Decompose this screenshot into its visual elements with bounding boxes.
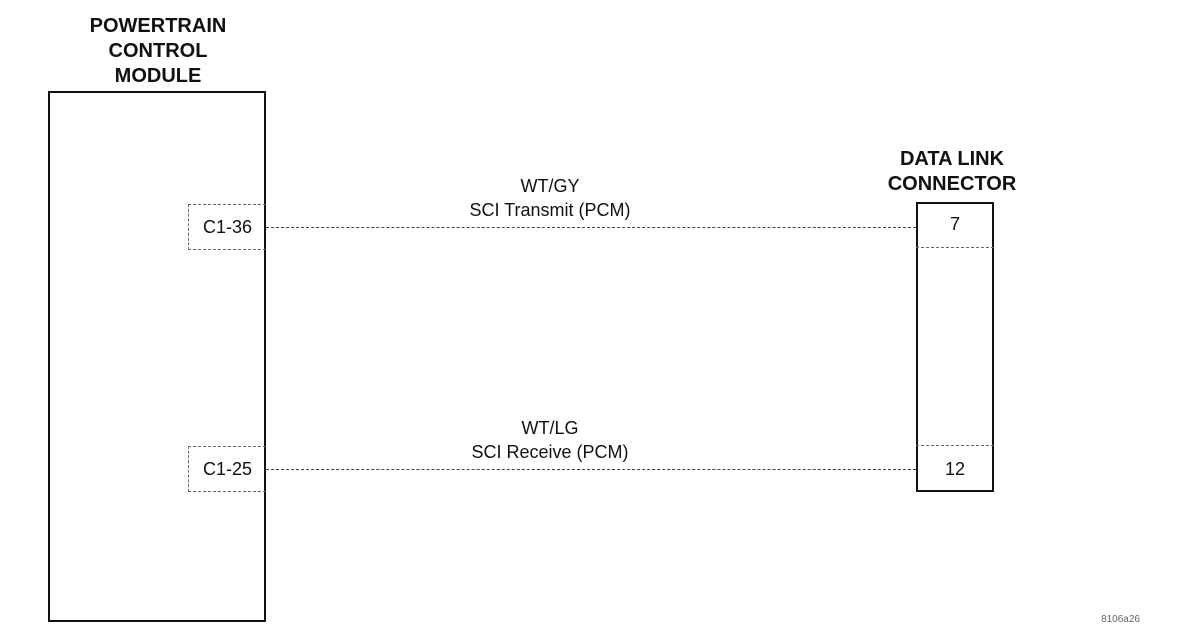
figure-id: 8106a26 [1101,614,1140,625]
pcm-pin-label: C1-36 [202,216,253,237]
circuit-function-label: SCI Receive (PCM) [471,442,629,462]
pcm-pin-c1-36: C1-36 [188,204,266,250]
dlc-title: DATA LINK CONNECTOR [862,147,1042,197]
pcm-pin-c1-25: C1-25 [188,446,266,492]
wire-color-label: WT/GY [520,176,580,196]
dlc-pin-7: 7 [916,202,994,248]
wire-sci-transmit [266,227,916,228]
dlc-title-line-2: CONNECTOR [887,173,1017,195]
dlc-connector-box [916,202,994,492]
pcm-pin-label: C1-25 [202,458,253,479]
wire-sci-receive [266,469,916,470]
dlc-pin-label: 7 [949,214,960,234]
pcm-title-line-1: POWERTRAIN [89,15,227,37]
pcm-title-line-3: MODULE [114,65,202,87]
wire-2-label: WT/LG SCI Receive (PCM) [400,416,700,464]
pcm-module-box [48,91,266,622]
pcm-title: POWERTRAIN CONTROL MODULE [58,14,258,89]
dlc-pin-12: 12 [916,445,994,492]
wire-1-label: WT/GY SCI Transmit (PCM) [400,174,700,222]
wire-color-label: WT/LG [521,418,579,438]
dlc-pin-label: 12 [944,458,966,479]
dlc-title-line-1: DATA LINK [899,148,1005,170]
pcm-title-line-2: CONTROL [108,40,208,62]
circuit-function-label: SCI Transmit (PCM) [469,200,631,220]
